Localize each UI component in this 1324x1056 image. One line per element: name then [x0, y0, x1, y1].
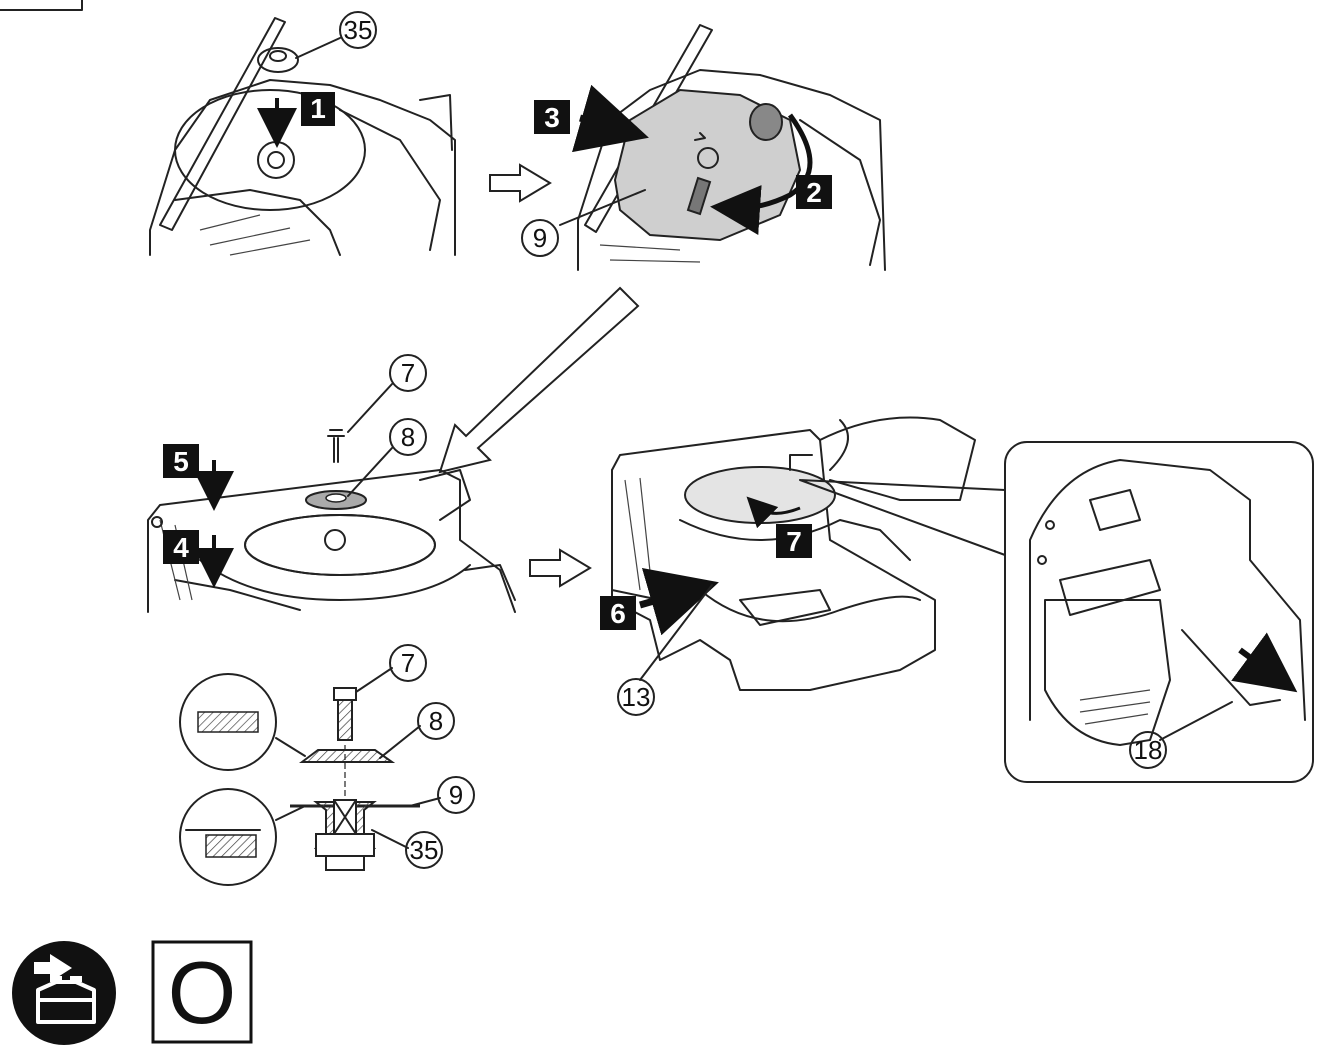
- detail-hex-wrench-storage: [1004, 441, 1314, 783]
- next-arrow-1: [489, 163, 552, 203]
- flange-part-35: [257, 47, 299, 73]
- part-9-section-label: 9: [449, 780, 463, 810]
- push-arrow-6: [639, 568, 719, 636]
- step-box-7: [776, 524, 812, 558]
- callout-9-section: [437, 776, 475, 814]
- part-35-section-label: 35: [410, 835, 439, 865]
- panel-steps-6-7: [611, 416, 1006, 691]
- transition-arrow: [438, 286, 640, 474]
- part-8-section-label: 8: [429, 706, 443, 736]
- callout-35: [339, 11, 377, 49]
- turn-arrow-7: [746, 496, 801, 529]
- callout-7: [389, 354, 427, 392]
- step-3-label: 3: [544, 102, 560, 133]
- step-1-label: 1: [310, 93, 326, 124]
- outer-flange-section: [299, 749, 396, 763]
- status-mark-box: [151, 940, 253, 1044]
- part-13-label: 13: [622, 682, 651, 712]
- rotate-arrow: [710, 113, 813, 235]
- panel-step-1: [149, 17, 456, 256]
- step-5-label: 5: [173, 446, 189, 477]
- step-box-1: [301, 92, 335, 126]
- part-9-label: 9: [533, 223, 547, 253]
- part-18-label: 18: [1134, 735, 1163, 765]
- callout-18: [1129, 731, 1167, 769]
- battery-remove-icon: [12, 941, 116, 1045]
- part-35-label: 35: [344, 15, 373, 45]
- step-box-4: [163, 530, 199, 564]
- callout-8-section: [417, 702, 455, 740]
- step-4-label: 4: [173, 532, 189, 563]
- callout-7-section: [389, 644, 427, 682]
- bolt-7: [327, 429, 345, 463]
- part-7-label: 7: [401, 358, 415, 388]
- callout-13: [617, 678, 655, 716]
- callout-35-section: [405, 831, 443, 869]
- panel-steps-4-5: [147, 383, 516, 613]
- step-6-label: 6: [610, 598, 626, 629]
- callout-9: [521, 219, 559, 257]
- next-arrow-2: [529, 548, 592, 588]
- step-7-label: 7: [786, 526, 802, 557]
- push-arrow-3: [572, 84, 649, 153]
- cross-section-detail: [179, 667, 441, 886]
- step-box-5: [163, 444, 199, 478]
- step-box-3: [534, 100, 570, 134]
- status-mark: O: [168, 943, 236, 1042]
- part-7-section-label: 7: [401, 648, 415, 678]
- step-2-label: 2: [806, 177, 822, 208]
- callout-8: [389, 418, 427, 456]
- step-box-6: [600, 596, 636, 630]
- bolt-section: [337, 699, 353, 741]
- panel-steps-2-3: [559, 24, 886, 271]
- corner-fragment: [0, 0, 83, 11]
- step-box-2: [796, 175, 832, 209]
- part-8-label: 8: [401, 422, 415, 452]
